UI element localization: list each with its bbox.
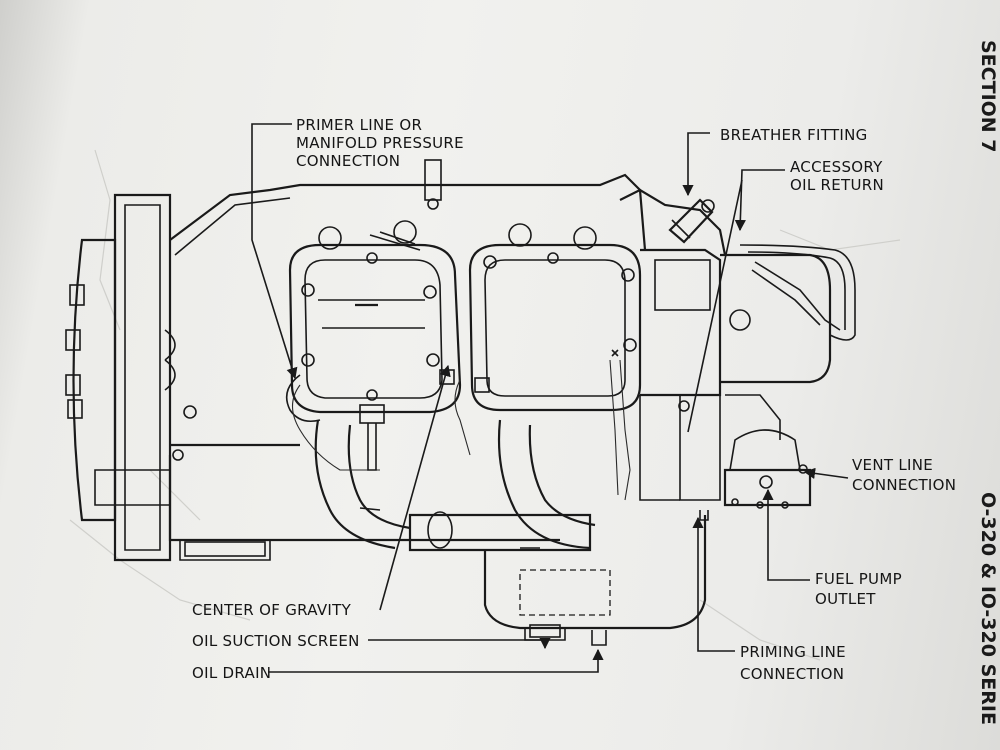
primer-line-label-line-3: CONNECTION (296, 152, 400, 170)
vent-line-label-line-1: VENT LINE (852, 456, 933, 474)
priming-line-label-line-1: PRIMING LINE (740, 643, 846, 661)
cylinder-2 (468, 223, 642, 412)
primer-line-label-line-2: MANIFOLD PRESSURE (296, 134, 464, 152)
fuel-pump-outlet-label-line-2: OUTLET (815, 590, 876, 608)
series-header: O-320 & IO-320 SERIE (977, 492, 999, 725)
accessory-oil-return-label-line-1: ACCESSORY (790, 158, 883, 176)
propeller-flange (65, 193, 176, 562)
cylinder-1 (285, 220, 462, 423)
intake-tubes (314, 419, 596, 552)
leader-lines (251, 123, 849, 673)
fuel-pump-outlet-label-line-1: FUEL PUMP (815, 570, 902, 588)
vent-line-label-line-2: CONNECTION (852, 476, 956, 494)
primer-fitting (424, 159, 442, 210)
crankcase (94, 173, 647, 561)
breather-fitting-shape (668, 198, 715, 244)
section-header: SECTION 7 (977, 40, 999, 153)
priming-line-label-line-2: CONNECTION (740, 665, 844, 683)
fuel-pump (723, 394, 812, 509)
labels: PRIMER LINE OR MANIFOLD PRESSURE CONNECT… (192, 116, 956, 683)
engine-drawing (65, 159, 856, 646)
fuel-lines (291, 359, 631, 501)
oil-return-tubes (739, 244, 856, 341)
center-of-gravity-label: CENTER OF GRAVITY (192, 601, 352, 619)
primer-line-label-line-1: PRIMER LINE OR (296, 116, 422, 134)
oil-sump (483, 400, 709, 646)
oil-suction-screen-label: OIL SUCTION SCREEN (192, 632, 360, 650)
accessory-oil-return-label-line-2: OIL RETURN (790, 176, 884, 194)
breather-fitting-label: BREATHER FITTING (720, 126, 868, 144)
accessory-case (619, 188, 832, 501)
oil-drain-label: OIL DRAIN (192, 664, 271, 682)
